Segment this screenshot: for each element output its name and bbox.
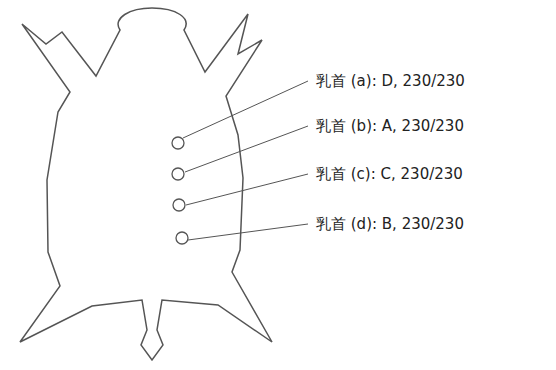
leader-line [183, 81, 308, 138]
nipple-markers [172, 137, 188, 244]
nipple-b [172, 168, 184, 180]
hide-outline [20, 8, 272, 360]
leader-line [185, 126, 308, 172]
nipple-c [173, 199, 185, 211]
leader-line [186, 174, 308, 205]
nipple-d [176, 232, 188, 244]
leader-lines [183, 81, 308, 240]
callout-label: 乳首 (d): B, 230/230 [314, 215, 466, 233]
nipple-a [172, 137, 184, 149]
callout-label: 乳首 (a): D, 230/230 [314, 72, 467, 90]
leader-line [188, 224, 308, 240]
callout-label: 乳首 (b): A, 230/230 [314, 117, 466, 135]
callout-label: 乳首 (c): C, 230/230 [314, 165, 465, 183]
